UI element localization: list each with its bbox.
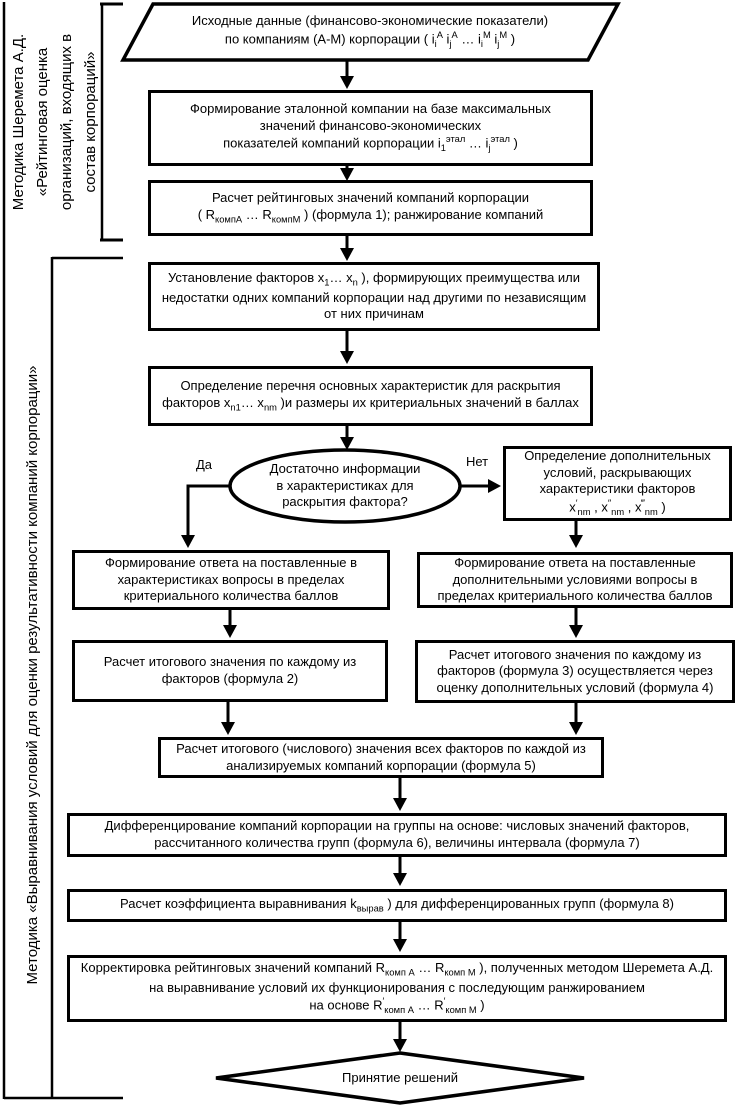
method1-label-line: организаций, входящих в (58, 33, 75, 211)
input-parallelogram-shape (120, 2, 621, 62)
method1-label-line: состав корпораций» (82, 51, 99, 193)
node-adjustment: Корректировка рейтинговых значений компа… (67, 955, 727, 1022)
arrowhead-total-extra-to-total-all (569, 722, 583, 735)
arrowhead-rating-to-factors (340, 248, 354, 261)
node-benchmark: Формирование эталонной компании на базе … (148, 90, 593, 166)
arrowhead-benchmark-to-rating (340, 168, 354, 181)
arrowhead-grouping-to-coefficient (393, 873, 407, 886)
arrowhead-conditions-to-answer-extra (569, 535, 583, 548)
arrow-yes-branch (186, 484, 232, 536)
node-extra-conditions: Определение дополнительных условий, раск… (503, 446, 732, 521)
no-branch-label: Нет (466, 454, 489, 469)
arrowhead-yes-branch (181, 535, 195, 548)
yes-branch-label: Да (196, 457, 213, 472)
node-grouping: Дифференцирование компаний корпорации на… (67, 813, 727, 857)
method1-label-line: «Рейтинговая оценка (34, 47, 51, 197)
node-total-extra: Расчет итогового значения по каждому из … (415, 640, 735, 703)
node-rating-calc: Расчет рейтинговых значений компаний кор… (148, 180, 593, 236)
decision-ellipse-shape (228, 448, 462, 524)
method1-label: Методика Шеремета А.Д. «Рейтинговая оцен… (7, 2, 103, 242)
method1-label-line: Методика Шеремета А.Д. (10, 33, 27, 211)
node-characteristics: Определение перечня основных характерист… (148, 366, 593, 426)
node-final-decision-text: Принятие решений (342, 1069, 458, 1085)
node-answer-main: Формирование ответа на поставленные в ха… (72, 550, 390, 610)
node-factors: Установление факторов х1… хn ), формирую… (148, 262, 600, 331)
node-input-data-text: Исходные данные (финансово-экономические… (191, 13, 549, 49)
arrowhead-no-branch (488, 479, 501, 493)
arrowhead-answer-extra-to-total-extra (569, 625, 583, 638)
node-coefficient: Расчет коэффициента выравнивания kвырав … (67, 889, 727, 922)
arrowhead-adjustment-to-final (393, 1039, 407, 1052)
arrowhead-factors-to-characteristics (340, 351, 354, 364)
arrowhead-characteristics-to-decision (340, 437, 354, 450)
arrowhead-total-main-to-total-all (221, 722, 235, 735)
arrowhead-input-to-benchmark (340, 76, 354, 89)
node-answer-extra: Формирование ответа на поставленные допо… (417, 552, 733, 608)
node-total-all: Расчет итогового (числового) значения вс… (158, 737, 604, 778)
node-decision-text: Достаточно информации в характеристиках … (269, 461, 421, 510)
arrowhead-answer-main-to-total-main (223, 625, 237, 638)
node-total-main: Расчет итогового значения по каждому из … (72, 640, 388, 702)
arrowhead-coefficient-to-adjustment (393, 939, 407, 952)
final-diamond-shape (215, 1051, 585, 1105)
method2-label: Методика «Выравнивания условий для оценк… (24, 365, 41, 985)
arrowhead-total-all-to-grouping (393, 798, 407, 811)
